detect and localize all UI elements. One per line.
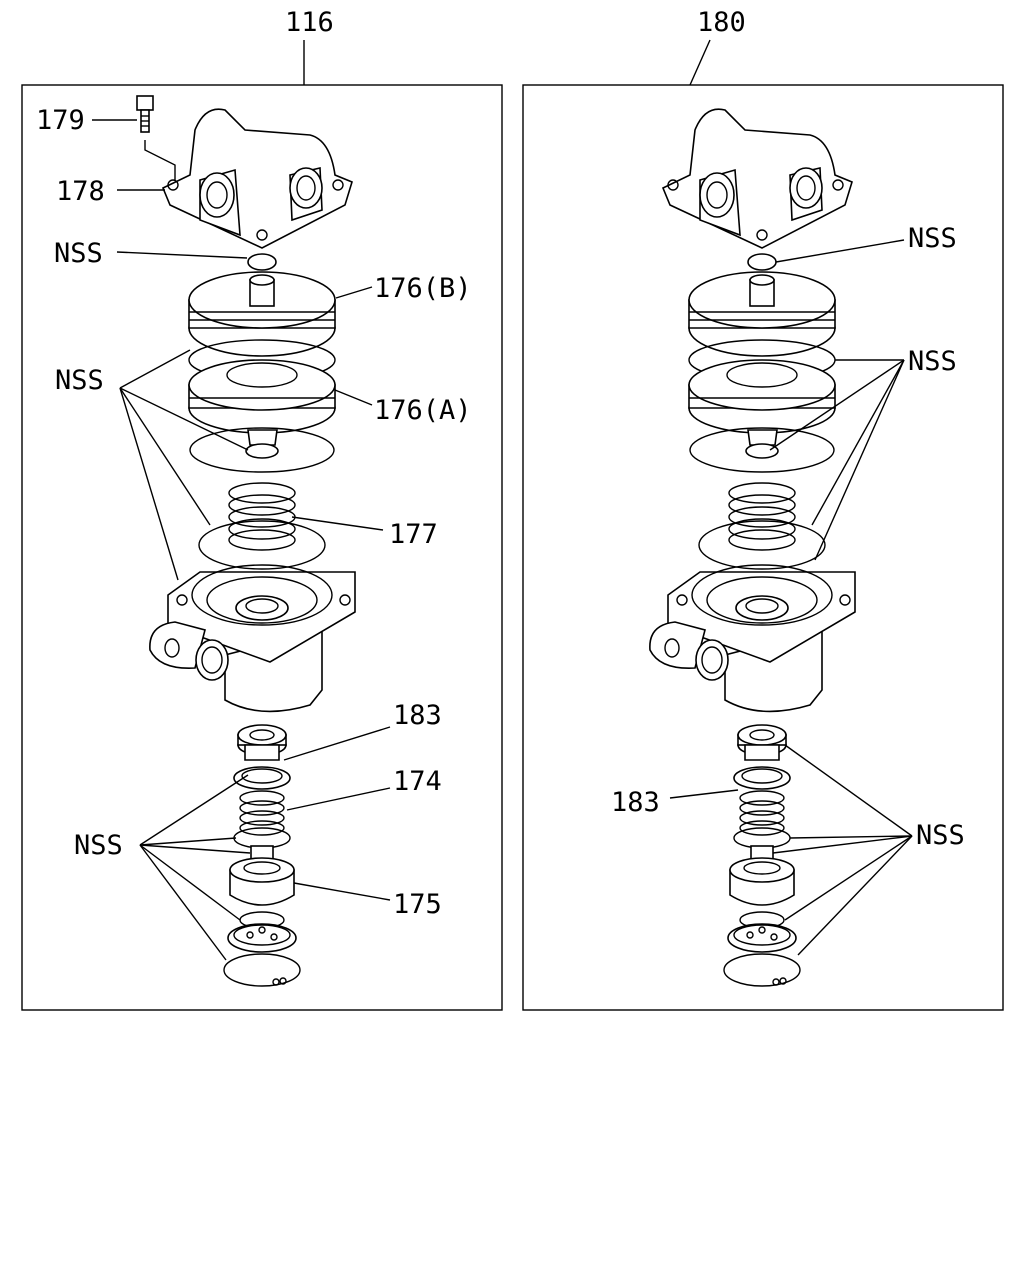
label-174: 174 [393,766,442,797]
label-178: 178 [56,176,105,207]
label-175: 175 [393,889,442,920]
right-panel: 180 NSS NSS 183 NSS [522,7,1004,1011]
label-nss-top: NSS [54,238,103,269]
right-label-nss-top: NSS [908,223,957,254]
right-assembly-number: 180 [697,7,746,38]
label-nss-lower: NSS [74,830,123,861]
right-label-183: 183 [611,787,660,818]
right-panel-frame [522,84,1004,1011]
label-nss-group: NSS [55,365,104,396]
right-label-nss-group: NSS [908,346,957,377]
left-valve-drawing [149,108,356,987]
left-panel: 116 179 178 NSS 176(B) [21,7,503,1011]
bolt-179-drawing [136,95,176,180]
right-valve-drawing [649,108,856,987]
left-assembly-number: 116 [285,7,334,38]
label-183: 183 [393,700,442,731]
label-176a: 176(A) [374,395,472,426]
left-panel-frame [21,84,503,1011]
right-label-nss-lower: NSS [916,820,965,851]
label-176b: 176(B) [374,273,472,304]
right-assembly-leader [689,39,711,86]
label-179: 179 [36,105,85,136]
label-177: 177 [389,519,438,550]
